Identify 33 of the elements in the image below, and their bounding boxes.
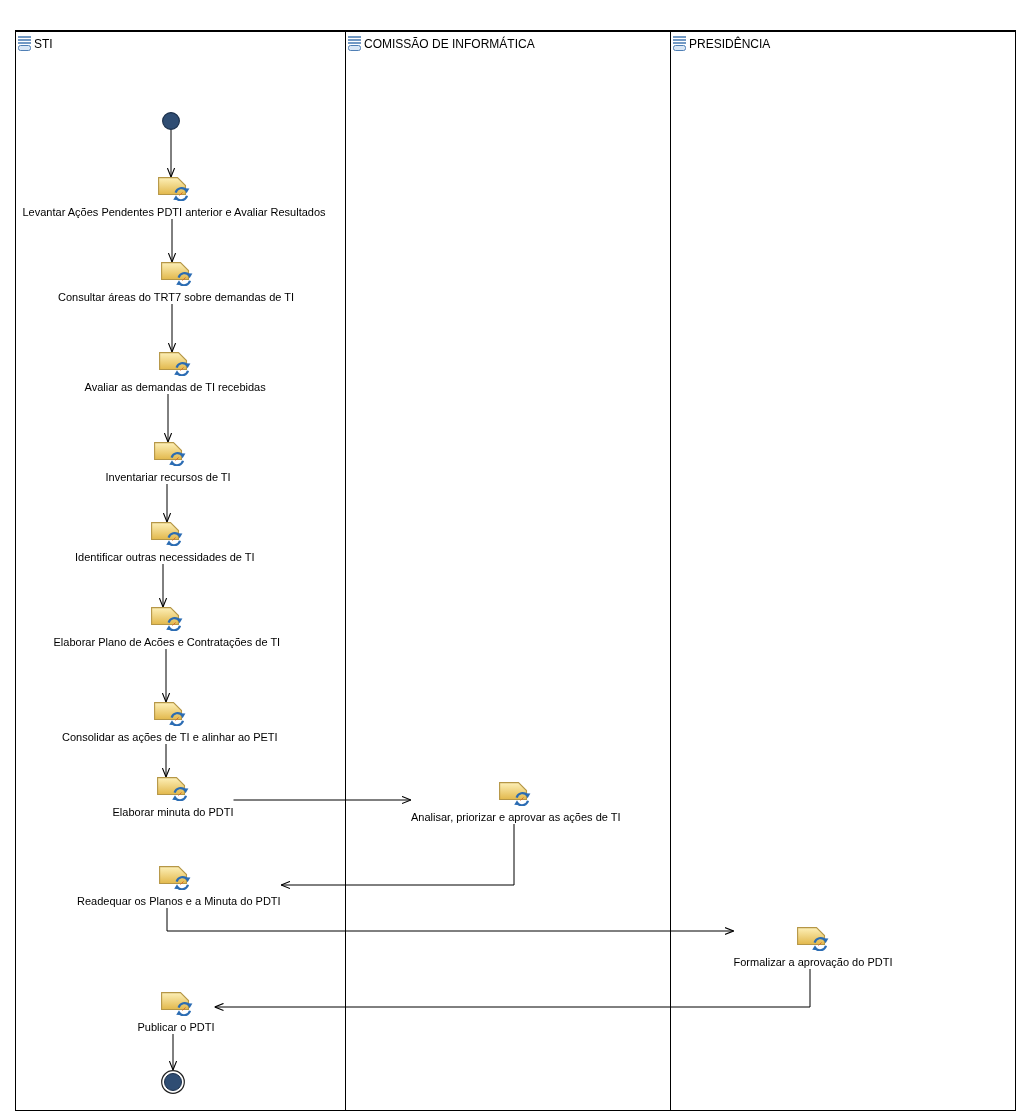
flow-arrow (213, 968, 811, 1012)
task-label: Consultar áreas do TRT7 sobre demandas de TI (58, 291, 295, 304)
flow-arrow (166, 129, 176, 178)
flow-arrow (167, 303, 177, 353)
swimlane (15, 30, 346, 1111)
task-label: Elaborar minuta do PDTI (112, 806, 234, 819)
task-label: Inventariar recursos de TI (105, 471, 231, 484)
swimlane (670, 30, 1016, 1111)
task-label: Avaliar as demandas de TI recebidas (84, 381, 266, 394)
task-label: Formalizar a aprovação do PDTI (733, 956, 893, 969)
lane-title: PRESIDÊNCIA (689, 36, 771, 51)
flow-arrow (168, 1033, 178, 1071)
flow-arrow (161, 743, 171, 778)
flow-arrow (233, 795, 412, 805)
flow-arrow (161, 648, 171, 703)
flow-arrow (166, 907, 735, 936)
lane-title: COMISSÃO DE INFORMÁTICA (364, 36, 535, 51)
flow-arrow (162, 483, 172, 523)
task-label: Consolidar as ações de TI e alinhar ao PETI (62, 731, 278, 744)
flow-arrow (163, 393, 173, 443)
flow-arrow (158, 563, 168, 608)
task-label: Identificar outras necessidades de TI (75, 551, 255, 564)
flow-arrow (167, 218, 177, 263)
task-label: Analisar, priorizar e aprovar as ações de TI (411, 811, 621, 824)
swimlane (345, 30, 671, 1111)
task-label: Elaborar Plano de Acões e Contratações de TI (53, 636, 281, 649)
task-label: Publicar o PDTI (137, 1021, 215, 1034)
flow-arrow (280, 823, 515, 890)
lane-title: STI (34, 36, 53, 51)
task-label: Levantar Ações Pendentes PDTI anterior e Avaliar Resultados (22, 206, 326, 219)
start-event-circle (162, 112, 180, 130)
task-label: Readequar os Planos e a Minuta do PDTI (77, 895, 281, 908)
end-event-circle (161, 1070, 185, 1094)
